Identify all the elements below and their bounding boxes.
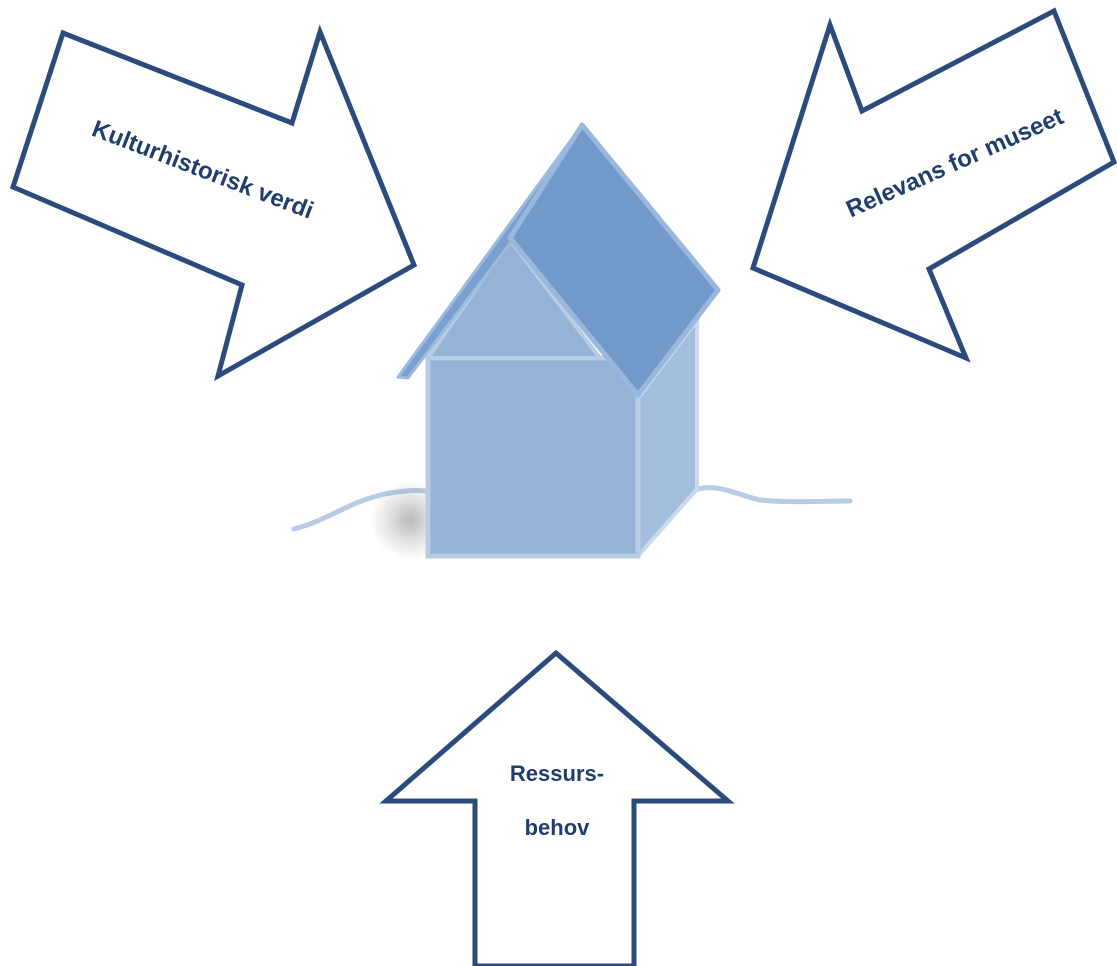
arrow-left-shape <box>9 24 418 382</box>
arrow-right-shape <box>749 7 1117 363</box>
arrow-bottom-label-line1: Ressurs- <box>510 761 604 786</box>
house-front-wall <box>425 355 641 559</box>
house-roof <box>507 122 721 398</box>
arrow-ressursbehov: Ressurs- behov <box>379 649 735 966</box>
arrow-bottom-shape <box>379 649 735 966</box>
house-icon <box>291 122 853 560</box>
arrow-relevans-for-museet: Relevans for museet <box>749 7 1117 363</box>
ground-line-right <box>694 485 853 505</box>
arrow-kulturhistorisk-verdi: Kulturhistorisk verdi <box>9 24 418 382</box>
arrow-bottom-label-line2: behov <box>525 815 591 840</box>
